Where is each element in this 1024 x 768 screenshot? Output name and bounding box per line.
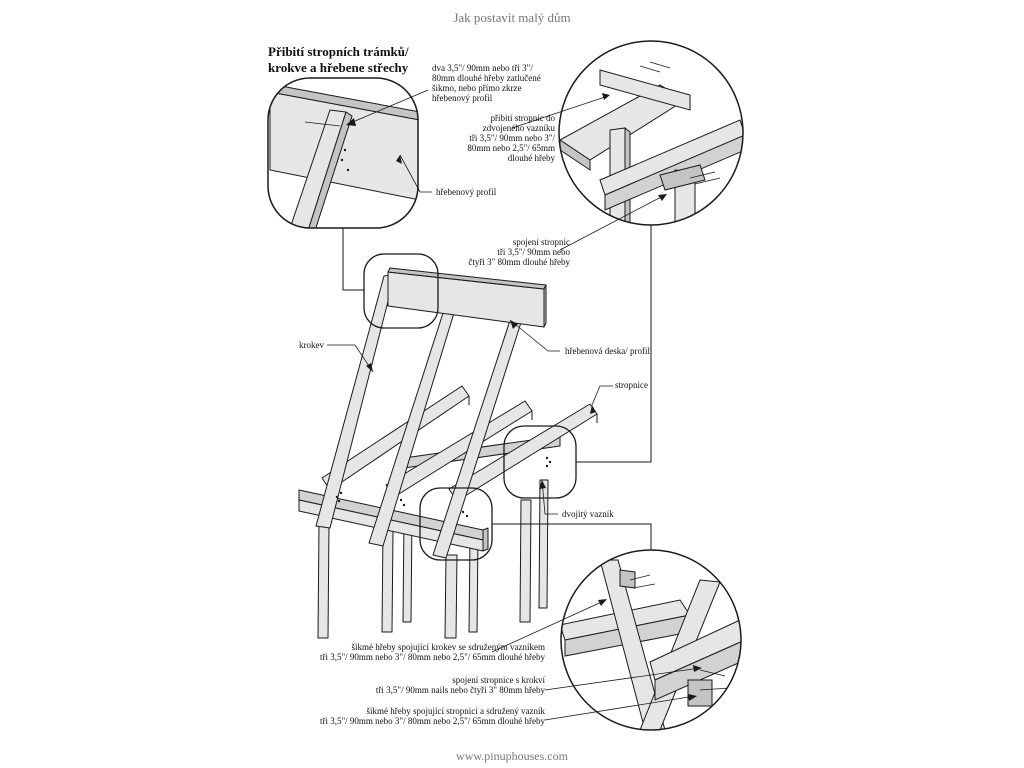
label-toe-nails-joist: šikmé hřeby spojující stropnici a sdruže… [320, 706, 545, 726]
label-joist-to-rafter: spojení stropnice s krokví tři 3,5"/ 90m… [375, 675, 545, 695]
ridge-board [387, 267, 547, 328]
section-title-line-2: krokve a hřebene střechy [268, 60, 409, 75]
connector-lines [342, 225, 652, 550]
label-ridge-profile: hřebenový profil [436, 187, 497, 197]
detail-joist-truss [559, 41, 743, 225]
label-joist-to-truss: přibití stropnic do zdvojeného vazníku t… [467, 113, 555, 163]
label-joist: stropnice [615, 380, 648, 390]
page-header: Jak postavit malý dům [453, 10, 571, 25]
label-rafter: krokev [299, 340, 324, 350]
detail-rafter-joist [561, 550, 741, 730]
detail-frame-joist-truss [558, 40, 744, 226]
label-ridge-board: hřebenová deska/ profil [565, 346, 650, 356]
page-footer: www.pinuphouses.com [456, 749, 568, 763]
section-title-line-1: Přibití stropních trámků/ [268, 44, 409, 59]
arrow-heads [346, 93, 702, 701]
detail-frame-rafter-joist [560, 549, 742, 731]
detail-frame-ridge [267, 77, 419, 229]
label-nails-top: dva 3,5"/ 90mm nebo tři 3"/ 80mm dlouhé … [432, 63, 541, 103]
detail-ridge [268, 78, 418, 228]
label-double-truss: dvojitý vazník [562, 509, 614, 519]
main-assembly [298, 267, 598, 639]
leader-lines [327, 89, 701, 721]
label-toe-nails-rafter: šikmé hřeby spojující krokev se sdružený… [320, 642, 545, 662]
callout-markers [363, 253, 577, 561]
rafters [315, 273, 538, 559]
nail-dots [335, 456, 552, 518]
label-joist-joint: spojení stropnic tři 3,5"/ 90mm nebo čty… [468, 237, 570, 267]
section-title: Přibití stropních trámků/ krokve a hřebe… [268, 44, 409, 76]
